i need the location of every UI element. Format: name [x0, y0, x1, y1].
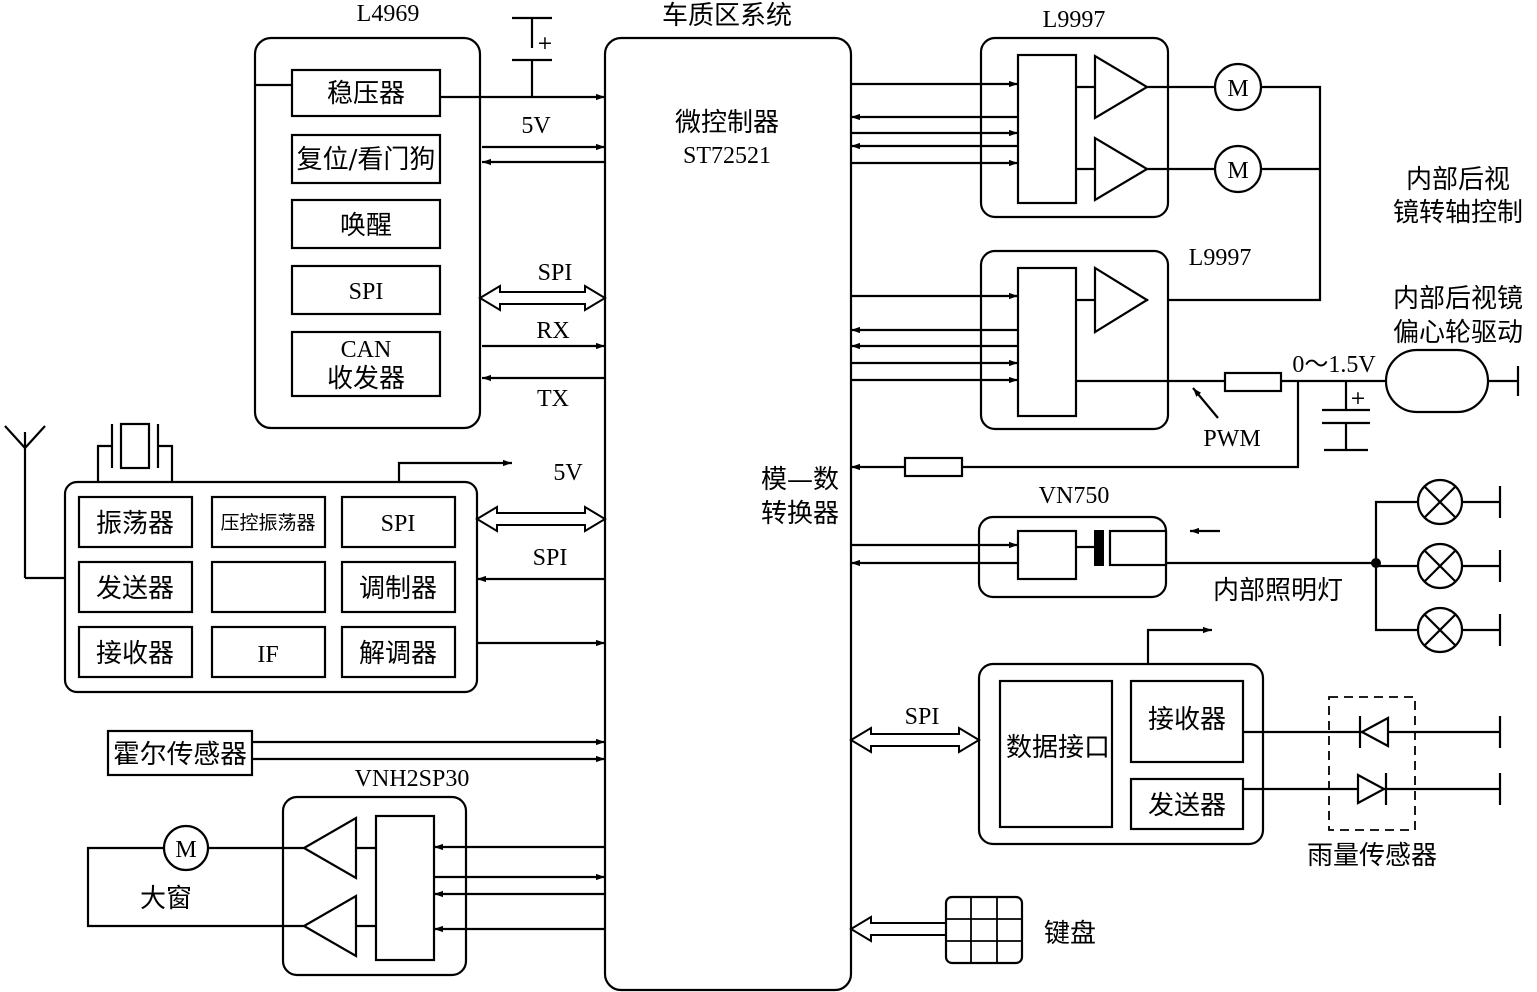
keypad-icon: [944, 895, 1024, 965]
can-label-line2: 收发器: [327, 364, 405, 394]
l4969-title: L4969: [357, 1, 420, 27]
sunroof-label: 大窗: [140, 884, 192, 914]
system-title: 车质区系统: [662, 1, 792, 31]
spi-label-rf: SPI: [533, 545, 568, 571]
data-interface-label: 数据接口: [1006, 733, 1110, 763]
svg-text:+: +: [1350, 387, 1366, 409]
mcu-label: 微控制器: [675, 108, 779, 138]
rain-transmitter-label: 发送器: [1148, 791, 1226, 821]
regulator-box: [290, 68, 442, 118]
led-icon: [1356, 773, 1388, 805]
crystal-icon: [96, 422, 174, 482]
wakeup-box: [290, 198, 442, 250]
capacitor-plus: +: [537, 32, 553, 54]
spi-box: [290, 264, 442, 316]
rf-cell-transmitter: 发送器: [96, 574, 174, 604]
watchdog-box: [290, 133, 442, 185]
svg-text:M: M: [175, 837, 196, 863]
lamp-icon-1: [1416, 478, 1464, 526]
resistor-feedback: [903, 456, 964, 478]
interior-light-caption: 内部照明灯: [1213, 576, 1343, 606]
mcu-part-number: ST72521: [683, 143, 771, 169]
rf-cell-receiver: 接收器: [96, 639, 174, 669]
rain-sensor-caption: 雨量传感器: [1307, 841, 1437, 871]
mirror-eccentric-caption-line1: 内部后视镜: [1393, 284, 1523, 314]
spi-hollow-arrow-top: [478, 284, 607, 312]
spi-label-data: SPI: [905, 704, 940, 730]
rf-cells: 振荡器 压控振荡器 SPI 发送器 调制器 接收器 IF 解调器: [77, 495, 457, 679]
mirror-axis-caption-line2: 镜转轴控制: [1393, 198, 1523, 228]
vnh-block: [281, 795, 468, 977]
rf-cell-spi: SPI: [381, 511, 416, 537]
keypad-label: 键盘: [1044, 919, 1096, 949]
hall-sensor-box: [106, 729, 254, 777]
svg-text:M: M: [1227, 158, 1248, 184]
rx-label: RX: [536, 318, 569, 344]
lamp-icon-2: [1416, 542, 1464, 590]
photodiode-icon: [1358, 716, 1390, 748]
l4969-block: L4969 稳压器 复位/看门狗 唤醒 SPI CAN 收发器: [253, 1, 482, 430]
pwm-label: PWM: [1203, 426, 1260, 452]
can-transceiver-box: [290, 330, 442, 398]
rf-cell-modulator: 调制器: [359, 574, 437, 604]
spi-hollow-arrow-data: [849, 726, 981, 754]
antenna-icon: [4, 425, 65, 580]
rf-cell-oscillator: 振荡器: [96, 509, 174, 539]
lamp-icon-3: [1416, 606, 1464, 654]
mcu-block: [603, 36, 853, 992]
rf-cell-demodulator: 解调器: [359, 639, 437, 669]
capacitor-top: +: [512, 16, 553, 97]
rain-sensor-dashed-box: [1328, 696, 1416, 831]
wakeup-label: 唤醒: [340, 211, 392, 241]
spi-label-top: SPI: [538, 260, 573, 286]
watchdog-label: 复位/看门狗: [297, 145, 436, 175]
rf-cell-if: IF: [257, 642, 278, 668]
resistor-pwm: [1223, 371, 1283, 393]
voltage-range-label: 0～1.5V: [1292, 352, 1376, 378]
mirror-axis-caption-line1: 内部后视: [1406, 165, 1510, 195]
v5-label-top: 5V: [521, 113, 551, 139]
l9997b-title: L9997: [1189, 245, 1252, 271]
rf-cell-vco: 压控振荡器: [220, 512, 315, 534]
regulator-label: 稳压器: [327, 79, 405, 109]
can-label-line1: CAN: [341, 337, 392, 363]
vn750-title: VN750: [1039, 483, 1110, 509]
mirror-eccentric-caption-line2: 偏心轮驱动: [1393, 318, 1523, 348]
adc-label-line2: 转换器: [761, 499, 839, 529]
spi-label: SPI: [349, 279, 384, 305]
spi-hollow-arrow-rf: [475, 505, 607, 533]
tx-label: TX: [537, 386, 569, 412]
l9997a-title: L9997: [1043, 7, 1106, 33]
adc-label-line1: 模—数: [761, 465, 839, 495]
capacitor-pwm: +: [1322, 381, 1370, 452]
motor-icon-sunroof: M: [162, 824, 210, 872]
hall-sensor-label: 霍尔传感器: [113, 740, 247, 770]
motor-icon-mirror-2: M: [1213, 144, 1263, 194]
lamp-array: [1371, 478, 1502, 654]
keypad-hollow-arrow: [849, 915, 947, 943]
v5-label-rf: 5V: [553, 460, 583, 486]
eccentric-actuator: [1384, 348, 1490, 414]
rain-receiver-label: 接收器: [1148, 705, 1226, 735]
vnh-title: VNH2SP30: [355, 766, 470, 792]
motor-icon-mirror-1: M: [1213, 62, 1263, 112]
svg-text:M: M: [1227, 76, 1248, 102]
rf-cell-empty: [210, 560, 327, 614]
